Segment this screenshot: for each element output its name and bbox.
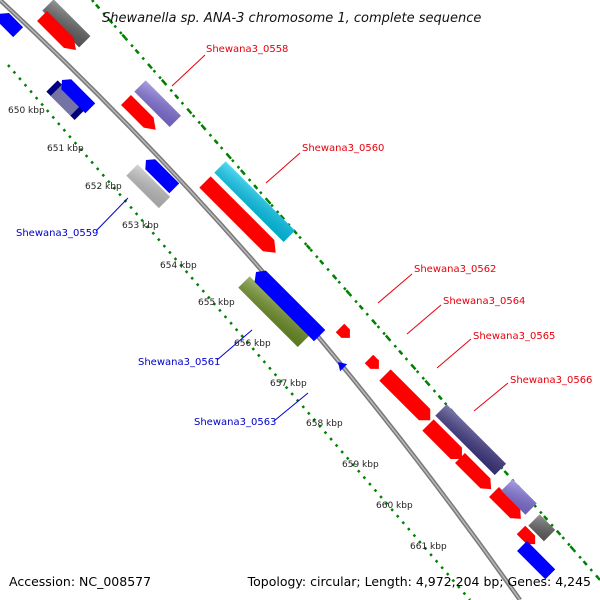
scale-tick [569,545,575,551]
scale-tick [543,515,549,521]
gene-label-forward[interactable]: Shewana3_0558 [206,44,288,55]
topology-text: Topology: circular; Length: 4,972,204 bp… [247,574,591,589]
gene-Shewana3_0565[interactable] [379,369,436,426]
scale-tick [279,214,285,220]
gene-gray-lower[interactable] [528,514,556,542]
scale-tick [160,78,167,85]
accession-text: Accession: NC_008577 [9,574,151,589]
scale-tick [371,319,377,326]
scale-label: 658 kbp [306,419,343,429]
gene-Shewana3_0563[interactable] [334,358,348,372]
gene-label-forward[interactable]: Shewana3_0566 [510,375,592,386]
gene-Shewana3_0562[interactable] [335,323,354,342]
gene-blue-top-left[interactable] [0,9,24,38]
gene-blue-650[interactable] [57,75,96,114]
scale-tick [582,560,588,566]
gene-label-forward[interactable]: Shewana3_0562 [414,264,496,275]
scale-tick [411,364,417,371]
scale-tick [239,169,246,175]
gene-Shewana3_0564[interactable] [364,354,383,373]
scale-tick [187,109,193,115]
scale-label: 660 kbp [376,501,413,511]
scale-label: 655 kbp [198,298,235,308]
scale-label: 661 kbp [410,542,447,552]
scale-label: 657 kbp [270,379,307,389]
scale-tick [424,379,430,386]
gene-red-series-4[interactable] [516,525,540,549]
gene-Shewana3_0560[interactable] [214,161,295,242]
scale-tick [345,289,351,295]
gene-labels: Shewana3_0558 Shewana3_0560 Shewana3_056… [16,44,592,428]
scale-tick [384,334,391,341]
scale-tick [398,349,404,356]
scale-label: 654 kbp [160,261,197,271]
scale-tick [595,575,600,581]
scale-label: 651 kbp [47,144,84,154]
scale-tick [556,530,562,536]
gene-red-series-3[interactable] [489,487,526,524]
gene-gray-top[interactable] [42,0,91,48]
gene-label-reverse[interactable]: Shewana3_0561 [138,357,220,368]
forward-strand-genes [37,0,556,580]
scale-tick [108,18,114,25]
gene-blue-0561[interactable] [250,266,326,342]
gene-lavender-lower[interactable] [501,479,537,515]
scale-label: 650 kbp [8,106,45,116]
gene-Shewana3_0559[interactable] [126,164,171,209]
gene-Shewana3_0561[interactable] [238,276,310,348]
gene-blue-bottom[interactable] [517,541,556,580]
gene-label-reverse[interactable]: Shewana3_0559 [16,228,98,239]
scale-tick [213,139,219,145]
scale-label: 656 kbp [234,339,271,349]
map-title: Shewanella sp. ANA-3 chromosome 1, compl… [102,11,481,26]
gene-navy-silver[interactable] [46,80,86,120]
gene-label-forward[interactable]: Shewana3_0560 [302,143,384,154]
scale-labels: 650 kbp 651 kbp 652 kbp 653 kbp 654 kbp … [8,106,447,552]
scale-tick [358,304,364,311]
scale-tick [503,470,509,476]
reverse-leader-lines [95,197,309,422]
scale-tick [134,48,140,55]
scale-tick [305,244,312,250]
gene-red-series-2[interactable] [455,453,496,494]
gene-red-0558-arrow[interactable] [121,95,161,135]
scale-tick [200,124,206,130]
forward-leader-lines [171,54,509,412]
reverse-strand-genes [0,9,348,372]
scale-tick [95,3,101,10]
gene-label-forward[interactable]: Shewana3_0565 [473,331,555,342]
gene-Shewana3_0566[interactable] [435,404,507,476]
scale-label: 659 kbp [342,460,379,470]
scale-label: 652 kbp [85,182,122,192]
scale-tick [266,199,272,205]
gene-Shewana3_0558[interactable] [134,80,182,128]
scale-tick [253,184,259,190]
scale-tick [332,274,338,280]
gene-label-reverse[interactable]: Shewana3_0563 [194,417,276,428]
scale-ticks [95,3,600,581]
gene-red-0560-arrow[interactable] [199,176,281,258]
gene-red-series-1[interactable] [422,419,467,464]
scale-tick [147,63,153,70]
scale-tick [226,154,232,160]
gene-label-forward[interactable]: Shewana3_0564 [443,296,525,307]
scale-label: 653 kbp [122,221,159,231]
gene-red-top[interactable] [37,11,81,55]
scale-tick [437,394,443,401]
scale-tick [121,33,127,40]
scale-tick [319,259,325,265]
scale-tick [174,93,180,100]
gene-blue-0559[interactable] [141,155,180,194]
